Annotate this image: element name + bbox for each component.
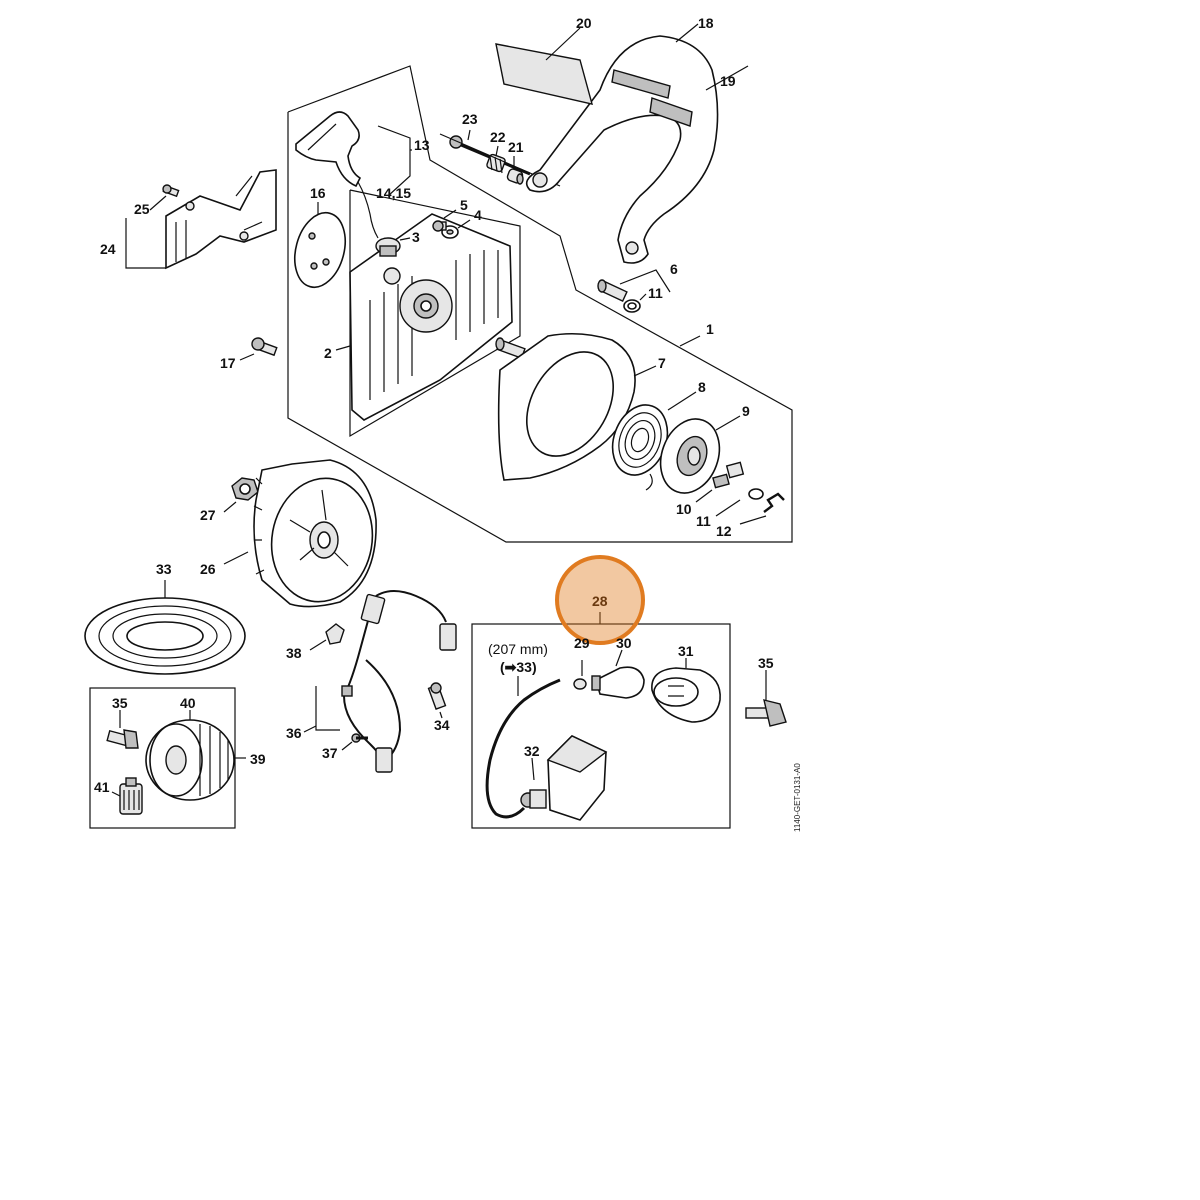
part-33-spiral-strip[interactable] bbox=[84, 597, 246, 675]
part-7-fan-shroud[interactable] bbox=[497, 332, 636, 481]
callout-29[interactable]: 29 bbox=[574, 635, 590, 651]
part-12-spring-clip[interactable] bbox=[763, 492, 785, 513]
part-30-spark-plug-boot[interactable] bbox=[591, 666, 645, 699]
part-22-spring[interactable] bbox=[486, 153, 506, 174]
part-35-plug-right[interactable] bbox=[745, 699, 787, 727]
callout-13[interactable]: 13 bbox=[414, 137, 430, 153]
callout-33[interactable]: 33 bbox=[156, 561, 172, 577]
part-38-clip[interactable] bbox=[325, 623, 345, 645]
callout-11-top[interactable]: 11 bbox=[648, 285, 663, 301]
callout-3[interactable]: 3 bbox=[412, 229, 420, 245]
starter-group-outline bbox=[287, 65, 793, 543]
part-16-gasket[interactable] bbox=[287, 207, 353, 293]
callout-35-left[interactable]: 35 bbox=[112, 695, 128, 711]
ignition-group-box bbox=[471, 623, 731, 829]
part-8-rewind-spring[interactable] bbox=[603, 397, 676, 491]
callout-18[interactable]: 18 bbox=[698, 15, 714, 31]
part-20-cover-plate[interactable] bbox=[495, 43, 593, 105]
part-17-screw[interactable] bbox=[251, 337, 278, 357]
part-25-screw[interactable] bbox=[162, 184, 180, 198]
callout-28[interactable]: 28 bbox=[592, 593, 608, 609]
callout-39[interactable]: 39 bbox=[250, 751, 266, 767]
hose-reference-note: (➡33) bbox=[500, 659, 537, 675]
callout-2[interactable]: 2 bbox=[324, 345, 332, 361]
callout-36[interactable]: 36 bbox=[286, 725, 302, 741]
part-11-o-ring-top[interactable] bbox=[623, 299, 641, 313]
callout-24[interactable]: 24 bbox=[100, 241, 116, 257]
part-27-nut[interactable] bbox=[231, 477, 259, 501]
part-24-bracket[interactable] bbox=[165, 169, 277, 270]
callout-32[interactable]: 32 bbox=[524, 743, 540, 759]
part-37-screw[interactable] bbox=[351, 733, 368, 743]
callout-11-bottom[interactable]: 11 bbox=[696, 513, 711, 529]
part-2-starter-cover[interactable] bbox=[349, 213, 513, 421]
part-21-sleeve[interactable] bbox=[506, 168, 524, 185]
highlight-marker-28[interactable] bbox=[555, 555, 645, 645]
callout-6[interactable]: 6 bbox=[670, 261, 678, 277]
callout-38[interactable]: 38 bbox=[286, 645, 302, 661]
part-1-pin[interactable] bbox=[495, 337, 526, 360]
part-33-ignition-lead[interactable] bbox=[485, 678, 561, 819]
part-14-15-starter-rope[interactable] bbox=[357, 181, 379, 239]
part-11-washer-bottom[interactable] bbox=[748, 488, 764, 500]
callout-40[interactable]: 40 bbox=[180, 695, 196, 711]
part-29-spring[interactable] bbox=[573, 678, 587, 690]
callout-26[interactable]: 26 bbox=[200, 561, 216, 577]
callout-31[interactable]: 31 bbox=[678, 643, 694, 659]
part-40-air-filter[interactable] bbox=[145, 719, 235, 801]
callout-30[interactable]: 30 bbox=[616, 635, 632, 651]
callout-21[interactable]: 21 bbox=[508, 139, 524, 155]
part-41-fuel-filter[interactable] bbox=[119, 777, 143, 815]
part-31-boot-cover[interactable] bbox=[651, 667, 721, 723]
part-5-screw[interactable] bbox=[432, 220, 447, 232]
drawing-code: 1140-GET-0131-A0 bbox=[793, 763, 802, 832]
hose-length-note: (207 mm) bbox=[488, 641, 548, 657]
callout-10[interactable]: 10 bbox=[676, 501, 692, 517]
part-36-wiring-harness[interactable] bbox=[341, 590, 457, 773]
callout-5[interactable]: 5 bbox=[460, 197, 468, 213]
part-32-ignition-module[interactable] bbox=[520, 735, 608, 821]
callout-9[interactable]: 9 bbox=[742, 403, 750, 419]
callout-37[interactable]: 37 bbox=[322, 745, 338, 761]
part-18-hand-guard[interactable] bbox=[525, 35, 719, 264]
part-3-plug[interactable] bbox=[375, 237, 401, 257]
callout-16[interactable]: 16 bbox=[310, 185, 326, 201]
callout-8[interactable]: 8 bbox=[698, 379, 706, 395]
part-26-flywheel[interactable] bbox=[253, 459, 382, 610]
callout-12[interactable]: 12 bbox=[716, 523, 732, 539]
part-6-spark-plug-terminal[interactable] bbox=[597, 279, 628, 302]
part-34-screw[interactable] bbox=[427, 682, 447, 710]
callout-23[interactable]: 23 bbox=[462, 111, 478, 127]
callout-20[interactable]: 20 bbox=[576, 15, 592, 31]
callout-22[interactable]: 22 bbox=[490, 129, 506, 145]
part-13-starter-grip[interactable] bbox=[295, 111, 362, 188]
callout-14-15[interactable]: 14,15 bbox=[376, 185, 411, 201]
callout-41[interactable]: 41 bbox=[94, 779, 110, 795]
callout-19[interactable]: 19 bbox=[720, 73, 736, 89]
part-10-pawl[interactable] bbox=[712, 461, 745, 489]
callout-17[interactable]: 17 bbox=[220, 355, 236, 371]
callout-25[interactable]: 25 bbox=[134, 201, 150, 217]
callout-27[interactable]: 27 bbox=[200, 507, 216, 523]
callout-7[interactable]: 7 bbox=[658, 355, 666, 371]
part-9-rope-rotor[interactable] bbox=[651, 411, 730, 502]
part-35-plug-left[interactable] bbox=[106, 729, 139, 749]
callout-1[interactable]: 1 bbox=[706, 321, 714, 337]
callout-4[interactable]: 4 bbox=[474, 207, 482, 223]
callout-35-right[interactable]: 35 bbox=[758, 655, 774, 671]
callout-34[interactable]: 34 bbox=[434, 717, 450, 733]
